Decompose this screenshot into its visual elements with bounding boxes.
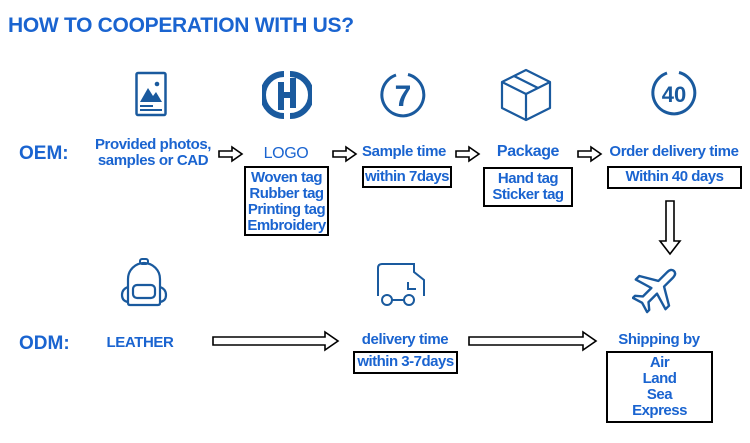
sample-time-detail: within 7days	[364, 168, 450, 185]
arrow-down-icon	[658, 200, 682, 256]
arrow-right-long-icon	[468, 330, 598, 352]
logo-detail: Printing tag	[247, 201, 326, 218]
forty-glyph: 40	[662, 82, 686, 107]
delivery-time-detail: within 3-7days	[357, 353, 454, 370]
arrow-right-icon	[218, 145, 244, 163]
forty-circle-icon: 40	[651, 71, 697, 116]
order-delivery-detail: Within 40 days	[625, 168, 724, 185]
step-delivery-time-label: delivery time	[361, 331, 449, 348]
page-title: HOW TO COOPERATION WITH US?	[8, 14, 354, 37]
seven-glyph: 7	[395, 80, 412, 113]
package-detail: Sticker tag	[492, 186, 564, 203]
step-logo-label: LOGO	[263, 145, 309, 162]
step-shipping-label: Shipping by	[618, 331, 700, 348]
step-order-delivery-label: Order delivery time	[609, 143, 739, 160]
truck-icon	[377, 263, 425, 306]
logo-detail: Embroidery	[247, 217, 326, 234]
arrow-right-long-icon	[212, 330, 340, 352]
step-sample-time-label: Sample time	[362, 143, 446, 160]
logo-detail: Woven tag	[250, 169, 323, 186]
step-leather-label: LEATHER	[106, 334, 174, 351]
oem-label: OEM:	[19, 143, 69, 164]
order-delivery-box: Within 40 days	[607, 166, 742, 189]
sample-time-box: within 7days	[362, 166, 452, 188]
shipping-method: Air	[649, 354, 670, 371]
shipping-methods-box: Air Land Sea Express	[606, 351, 713, 423]
seven-circle-icon: 7	[380, 73, 426, 118]
logo-detail: Rubber tag	[249, 185, 324, 202]
delivery-time-box: within 3-7days	[353, 351, 458, 374]
odm-label: ODM:	[19, 333, 70, 354]
arrow-right-icon	[577, 145, 603, 163]
step-provided-photos-label: Provided photos, samples or CAD	[94, 136, 212, 169]
shipping-method: Sea	[646, 386, 673, 403]
arrow-right-icon	[332, 145, 358, 163]
shipping-method: Land	[642, 370, 677, 387]
logo-details-box: Woven tag Rubber tag Printing tag Embroi…	[244, 166, 329, 236]
package-detail: Hand tag	[497, 170, 559, 187]
step-package-label: Package	[496, 143, 560, 160]
shipping-method: Express	[632, 402, 687, 419]
airplane-icon	[632, 268, 677, 314]
logo-h-icon	[262, 71, 312, 119]
package-box: Hand tag Sticker tag	[483, 167, 573, 207]
arrow-right-icon	[455, 145, 481, 163]
image-icon	[135, 71, 167, 117]
backpack-icon	[120, 258, 168, 307]
box-icon	[500, 68, 552, 122]
